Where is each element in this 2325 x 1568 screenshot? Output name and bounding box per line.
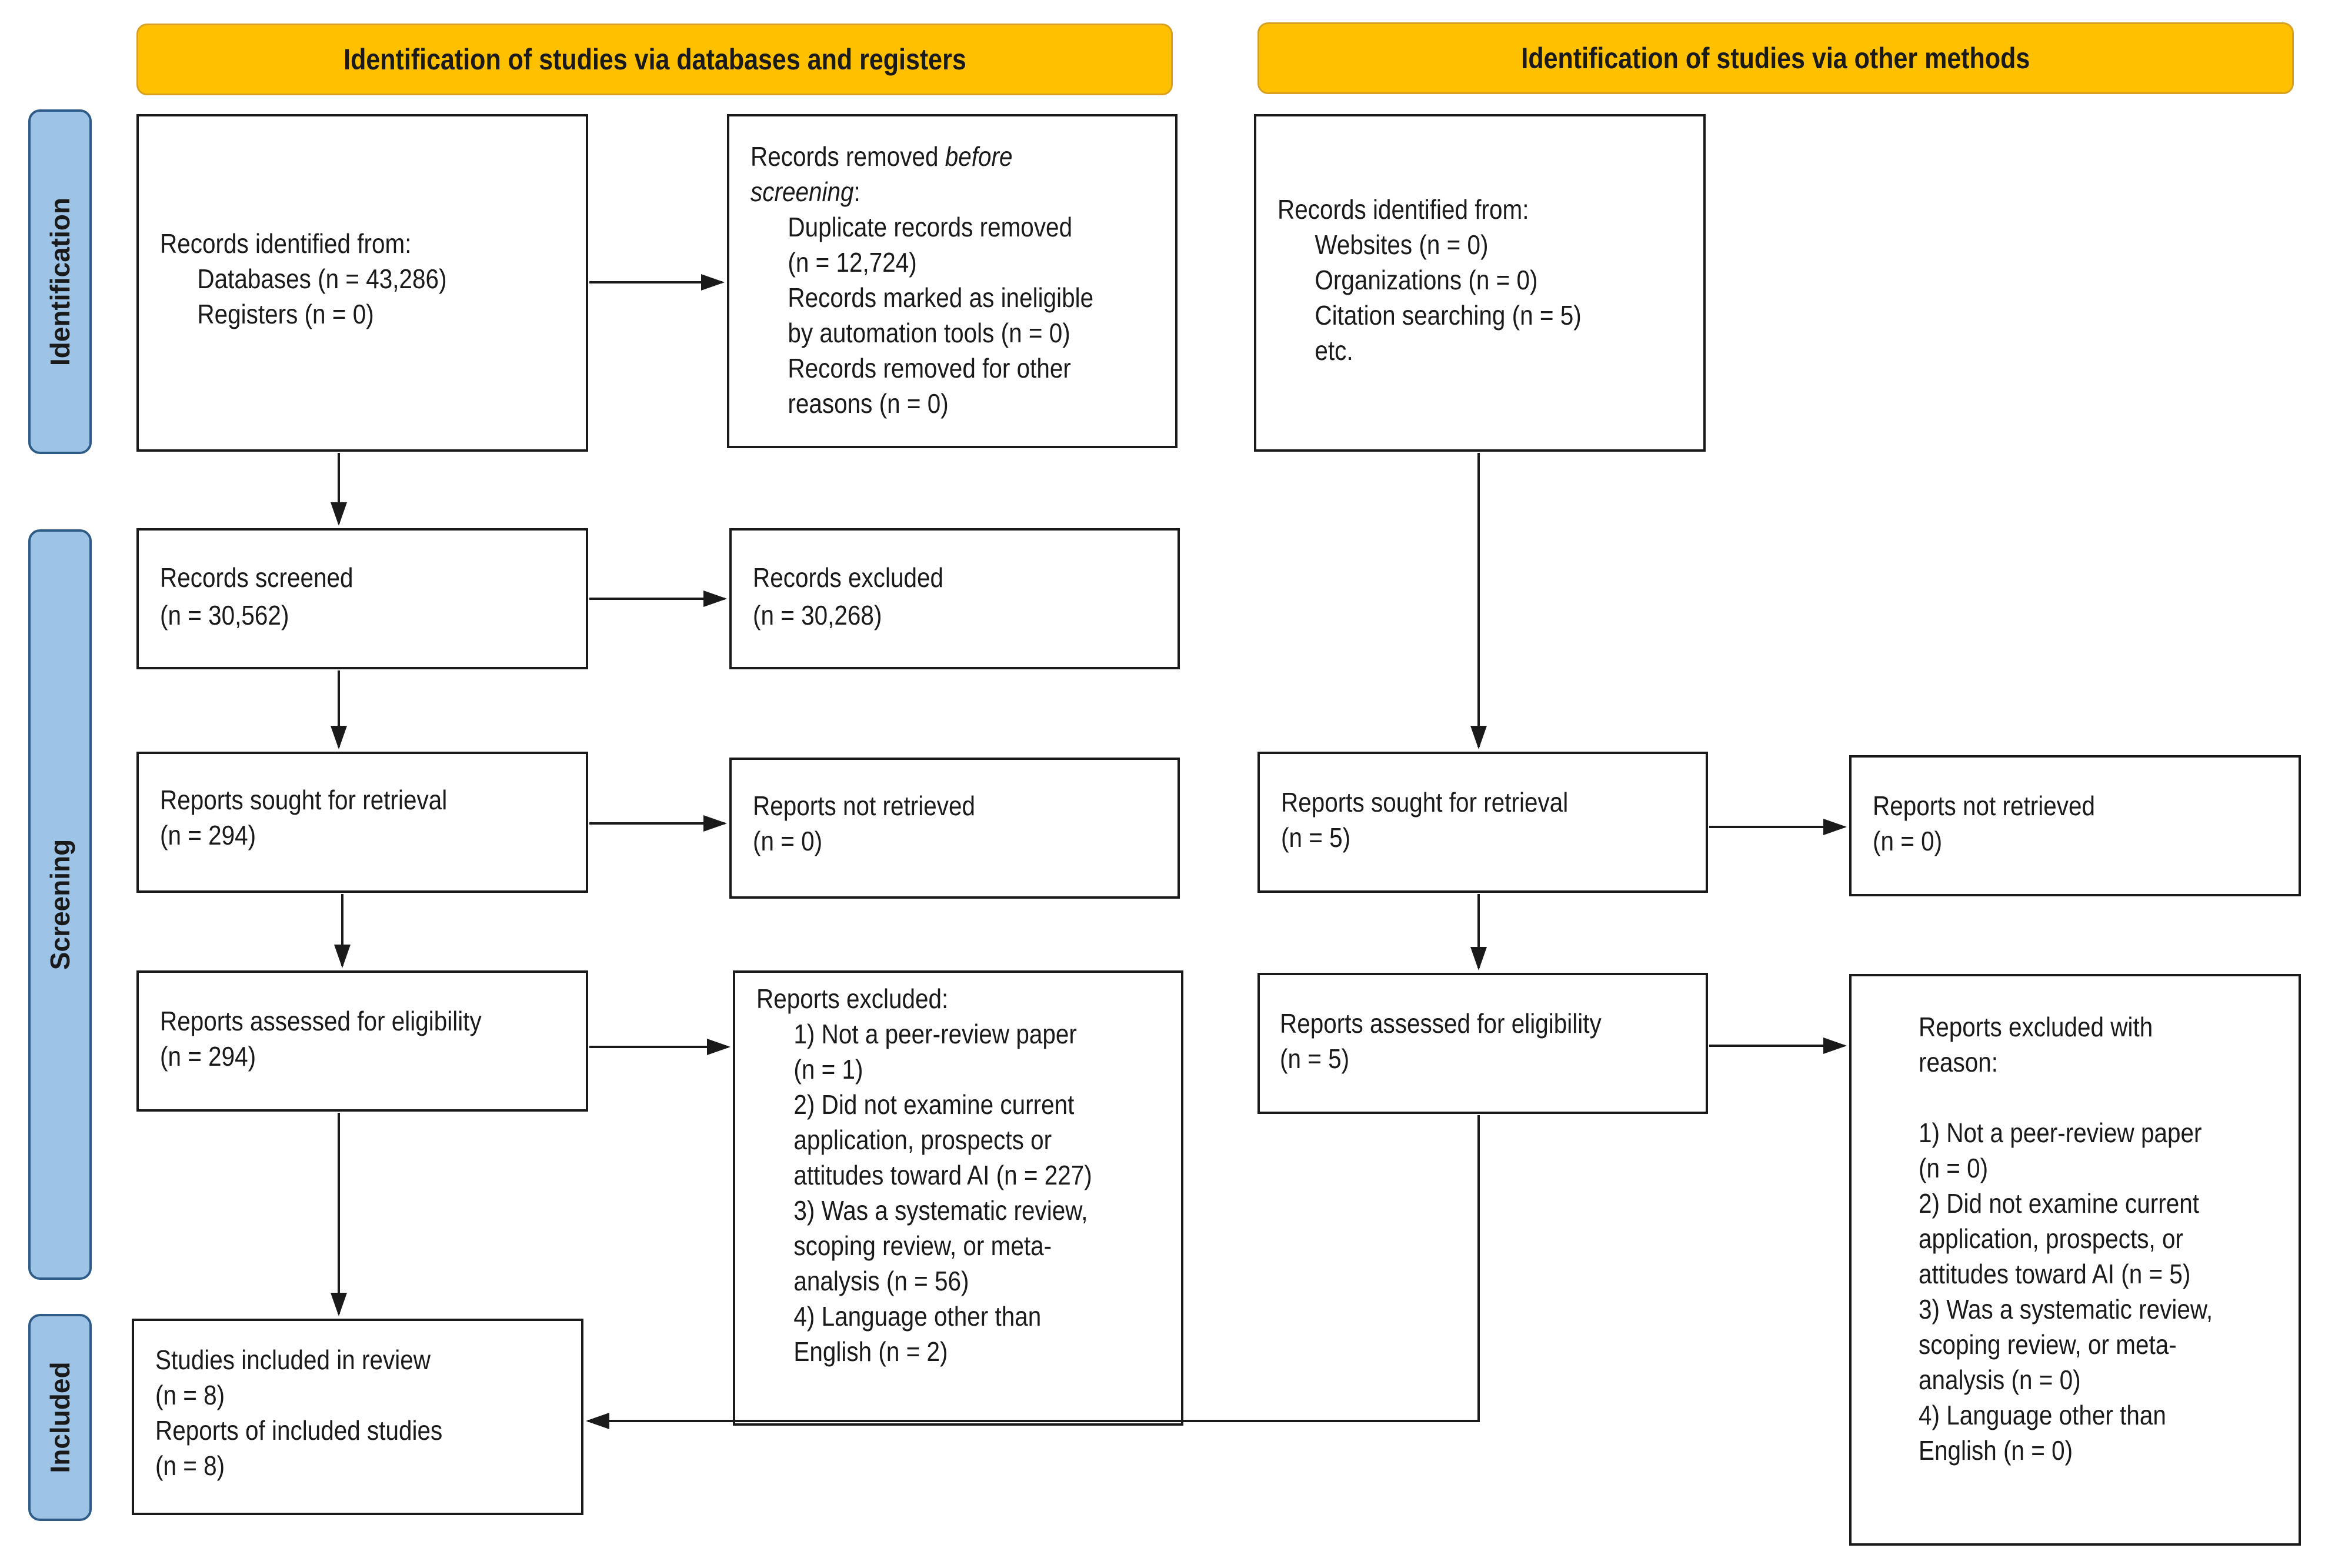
db-assessed-count: (n = 294) (160, 1041, 256, 1072)
db-identified-databases: Databases (n = 43,286) (197, 263, 447, 294)
included-studies-text: Studies included in review (n = 8) Repor… (155, 1342, 442, 1483)
included-line-2: (n = 8) (155, 1380, 225, 1410)
other-excluded-title-2: reason: (1919, 1047, 1999, 1077)
db-reason-line: scoping review, or meta- (793, 1230, 1052, 1261)
db-records-screened-text: Records screened (n = 30,562) (160, 560, 353, 633)
db-records-removed-box (727, 114, 1177, 448)
phase-included: Included (28, 1314, 92, 1521)
other-identified-etc: etc. (1315, 335, 1353, 366)
db-records-removed-text: Records removed before screening: Duplic… (750, 139, 1093, 421)
db-reason-line: attitudes toward AI (n = 227) (793, 1160, 1092, 1190)
other-sought-title: Reports sought for retrieval (1281, 787, 1569, 818)
excluded-title: Records excluded (753, 562, 944, 593)
db-records-screened-box (136, 528, 588, 669)
db-not-retrieved-count: (n = 0) (753, 826, 823, 856)
db-reports-excluded-box (733, 970, 1183, 1426)
db-reports-not-retrieved-box (729, 758, 1180, 899)
removed-line-5: Records removed for other (788, 353, 1071, 383)
other-identified-citation: Citation searching (n = 5) (1315, 300, 1582, 331)
other-identified-organizations: Organizations (n = 0) (1315, 265, 1538, 295)
db-records-identified-box (136, 114, 588, 452)
excluded-count: (n = 30,268) (753, 600, 882, 630)
removed-line-6: reasons (n = 0) (788, 388, 949, 419)
phase-identification: Identification (28, 109, 92, 454)
included-line-4: (n = 8) (155, 1450, 225, 1481)
other-reason-line: 4) Language other than (1919, 1400, 2166, 1430)
db-identified-title: Records identified from: (160, 228, 412, 259)
db-sought-count: (n = 294) (160, 820, 256, 850)
included-studies-box (132, 1319, 583, 1515)
other-records-identified-box (1254, 114, 1706, 452)
other-reason-line: 2) Did not examine current (1919, 1188, 2199, 1219)
removed-title-a: Records removed (750, 141, 945, 172)
other-identified-title: Records identified from: (1277, 194, 1529, 225)
db-records-identified-text: Records identified from: Databases (n = … (160, 226, 447, 332)
removed-line-4: by automation tools (n = 0) (788, 318, 1070, 348)
other-reason-line: application, prospects, or (1919, 1223, 2184, 1254)
db-records-excluded-box (729, 528, 1180, 669)
other-reports-assessed-text: Reports assessed for eligibility (n = 5) (1280, 1006, 1602, 1076)
db-records-excluded-text: Records excluded (n = 30,268) (753, 560, 943, 633)
other-not-retrieved-count: (n = 0) (1873, 826, 1943, 856)
other-reports-not-retrieved-box (1849, 755, 2301, 896)
header-databases: Identification of studies via databases … (136, 24, 1173, 95)
header-other-methods: Identification of studies via other meth… (1257, 22, 2294, 94)
other-reports-assessed-box (1257, 973, 1708, 1114)
other-records-identified-text: Records identified from: Websites (n = 0… (1277, 192, 1582, 368)
db-reason-line: application, prospects or (793, 1125, 1052, 1155)
header-databases-text: Identification of studies via databases … (343, 43, 966, 76)
removed-line-1: Duplicate records removed (788, 212, 1073, 242)
removed-title-screening: screening (750, 176, 854, 207)
db-assessed-title: Reports assessed for eligibility (160, 1006, 482, 1036)
db-reports-excluded-title: Reports excluded: (756, 983, 949, 1014)
arrow-other-assessed-to-included (586, 1115, 1480, 1429)
db-reports-assessed-box (136, 970, 588, 1112)
other-sought-count: (n = 5) (1281, 822, 1351, 853)
screened-count: (n = 30,562) (160, 600, 289, 630)
db-reports-sought-text: Reports sought for retrieval (n = 294) (160, 782, 447, 853)
other-reports-excluded-box (1849, 974, 2301, 1546)
db-reports-not-retrieved-text: Reports not retrieved (n = 0) (753, 788, 975, 859)
header-other-text: Identification of studies via other meth… (1521, 42, 2030, 75)
other-reason-line: scoping review, or meta- (1919, 1329, 2177, 1360)
other-reports-excluded-text: Reports excluded with reason: 1) Not a p… (1919, 1009, 2213, 1468)
other-assessed-count: (n = 5) (1280, 1043, 1350, 1074)
other-reports-not-retrieved-text: Reports not retrieved (n = 0) (1873, 788, 2095, 859)
screened-title: Records screened (160, 562, 353, 593)
removed-line-3: Records marked as ineligible (788, 282, 1094, 313)
db-reason-line: 4) Language other than (793, 1301, 1042, 1332)
other-not-retrieved-title: Reports not retrieved (1873, 790, 2096, 821)
phase-screening: Screening (28, 529, 92, 1280)
db-reason-line: analysis (n = 56) (793, 1266, 969, 1296)
db-reason-line: 3) Was a systematic review, (793, 1195, 1088, 1226)
removed-line-2: (n = 12,724) (788, 247, 917, 278)
db-identified-registers: Registers (n = 0) (197, 299, 374, 329)
other-assessed-title: Reports assessed for eligibility (1280, 1008, 1602, 1039)
db-reports-sought-box (136, 752, 588, 893)
included-line-1: Studies included in review (155, 1345, 431, 1375)
other-reason-line: analysis (n = 0) (1919, 1365, 2081, 1395)
db-reason-line: 2) Did not examine current (793, 1089, 1075, 1120)
other-reports-sought-text: Reports sought for retrieval (n = 5) (1281, 785, 1568, 855)
removed-title-before: before (945, 141, 1013, 172)
db-reason-line: (n = 1) (793, 1054, 863, 1085)
removed-title-colon: : (853, 176, 860, 207)
other-reason-line: English (n = 0) (1919, 1435, 2073, 1466)
db-reason-line: 1) Not a peer-review paper (793, 1019, 1077, 1049)
db-sought-title: Reports sought for retrieval (160, 785, 448, 815)
other-reason-line: 1) Not a peer-review paper (1919, 1117, 2202, 1148)
other-excluded-title-1: Reports excluded with (1919, 1012, 2153, 1042)
other-identified-websites: Websites (n = 0) (1315, 229, 1489, 260)
other-reason-line: attitudes toward AI (n = 5) (1919, 1259, 2191, 1289)
db-reason-line: English (n = 2) (793, 1336, 948, 1367)
db-reports-excluded-text: Reports excluded: 1) Not a peer-review p… (756, 981, 1092, 1369)
included-line-3: Reports of included studies (155, 1415, 443, 1446)
other-reports-sought-box (1257, 752, 1708, 893)
db-reports-assessed-text: Reports assessed for eligibility (n = 29… (160, 1003, 482, 1074)
db-not-retrieved-title: Reports not retrieved (753, 790, 976, 821)
other-reason-line: (n = 0) (1919, 1153, 1989, 1183)
other-reason-line: 3) Was a systematic review, (1919, 1294, 2213, 1325)
